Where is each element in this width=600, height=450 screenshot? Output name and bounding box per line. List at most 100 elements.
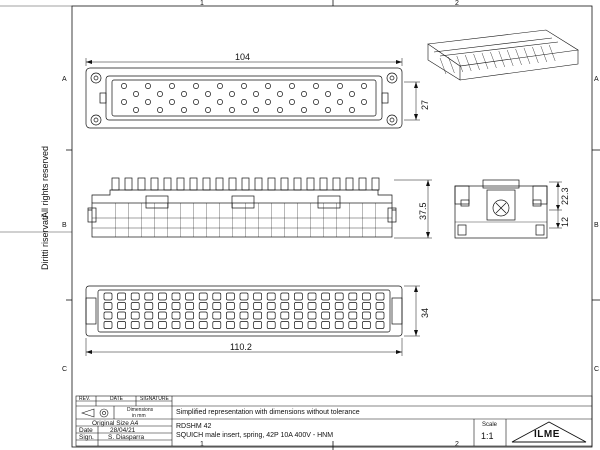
terminal — [307, 311, 317, 320]
contact-cavity — [313, 83, 319, 89]
contact-cavity — [241, 99, 247, 105]
contact-cavity — [325, 107, 331, 113]
terminal — [144, 311, 154, 320]
terminal — [321, 292, 330, 301]
isometric-view — [427, 29, 579, 81]
dimension-symbol — [81, 408, 109, 418]
contact-top — [254, 177, 263, 191]
iso-rib — [549, 44, 556, 62]
terminal — [280, 321, 290, 329]
terminal — [321, 302, 330, 310]
terminal — [117, 311, 126, 320]
contact-cavity — [169, 83, 175, 89]
contact-cavity — [181, 91, 187, 97]
contact-top — [137, 177, 146, 191]
contact-top — [332, 177, 341, 191]
terminal — [239, 292, 249, 301]
terminal — [280, 311, 290, 320]
contact-top — [189, 177, 198, 191]
terminal — [375, 321, 385, 329]
terminal — [294, 321, 303, 329]
terminal — [226, 292, 235, 301]
iso-rib — [481, 52, 489, 70]
contact-cavity — [217, 83, 223, 89]
iso-rib — [465, 54, 472, 72]
contact-cavity — [217, 99, 223, 105]
terminal — [103, 302, 113, 310]
column-marker-2: 2 — [455, 0, 459, 7]
dimension-front-height: 37.5 — [418, 202, 428, 220]
contact-cavity — [289, 99, 295, 105]
contact-top — [163, 177, 172, 191]
iso-rib — [456, 55, 463, 73]
dimension-bottom-height: 34 — [420, 307, 430, 318]
product-code: RDSHM 42 — [176, 423, 212, 430]
terminal — [294, 292, 303, 301]
terminal — [198, 292, 208, 301]
terminal — [266, 311, 276, 320]
contact-cavity — [349, 107, 355, 113]
terminal — [348, 302, 358, 310]
revision-header-date: DATE — [110, 396, 123, 402]
terminal — [103, 321, 113, 329]
contact-cavity — [169, 99, 175, 105]
dimension-right-h2: 12 — [560, 216, 570, 227]
terminal — [226, 302, 235, 310]
iso-rib — [498, 50, 505, 68]
bottom-view — [85, 285, 403, 337]
terminal — [348, 292, 358, 301]
terminal — [158, 292, 167, 301]
units-label: in mm — [132, 413, 146, 419]
terminal — [103, 292, 113, 301]
terminal — [130, 292, 140, 301]
date-label: Date — [79, 427, 93, 434]
terminal — [117, 292, 126, 301]
terminal — [239, 311, 249, 320]
iso-rib — [515, 48, 522, 66]
contact-cavity — [265, 99, 271, 105]
sign-label: Sign. — [79, 434, 94, 441]
contact-cavity — [193, 83, 199, 89]
row-marker-c-right: C — [594, 366, 600, 373]
terminal — [375, 311, 385, 320]
terminal — [212, 302, 222, 310]
contact-cavity — [301, 107, 307, 113]
contact-cavity — [133, 91, 139, 97]
contact-cavity — [361, 83, 367, 89]
contact-cavity — [337, 99, 343, 105]
copyright-italian: Diritti riservati — [40, 215, 50, 270]
dimension-right-h1: 22.3 — [560, 187, 570, 205]
terminal — [185, 321, 194, 329]
terminal — [375, 302, 385, 310]
row-marker-b: B — [62, 222, 67, 229]
iso-rib — [540, 45, 547, 63]
scale-value: 1:1 — [481, 431, 494, 441]
terminal — [321, 311, 330, 320]
scale-label: Scale — [482, 422, 498, 428]
dimension-lines — [85, 58, 562, 356]
terminal — [266, 302, 276, 310]
copyright-english: All rights reserved — [40, 145, 50, 218]
terminal — [130, 302, 140, 310]
terminal — [117, 321, 126, 329]
terminal — [158, 302, 167, 310]
iso-rib — [532, 46, 539, 64]
contact-cavity — [157, 91, 163, 97]
terminal — [171, 321, 181, 329]
contact-top — [293, 177, 302, 191]
terminal — [253, 302, 262, 310]
terminal — [375, 292, 385, 301]
terminal — [103, 311, 113, 320]
terminal — [294, 302, 303, 310]
terminal — [307, 321, 317, 329]
contact-top — [358, 177, 367, 191]
row-marker-c: C — [62, 366, 68, 373]
terminal — [117, 302, 126, 310]
terminal — [280, 292, 290, 301]
column-marker-1-bottom: 1 — [200, 441, 204, 448]
column-marker-2-bottom: 2 — [455, 441, 459, 448]
contact-top — [215, 177, 224, 191]
contact-top — [345, 177, 354, 191]
terminal — [348, 311, 358, 320]
terminal — [198, 321, 208, 329]
